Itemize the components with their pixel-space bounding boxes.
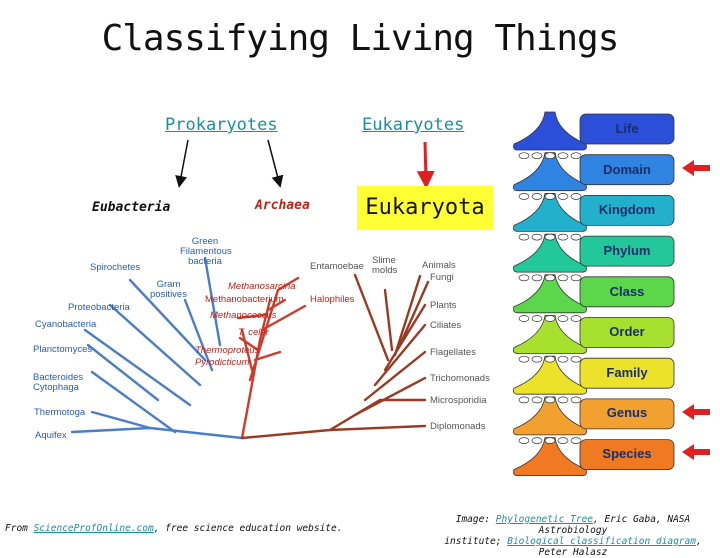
- label-thermotoga: Thermotoga: [34, 407, 86, 418]
- level-kingdom-label: Kingdom: [598, 202, 656, 217]
- archaea-label: Archaea: [255, 198, 310, 213]
- footer-right: Image: Phylogenetic Tree, Eric Gaba, NAS…: [444, 514, 702, 558]
- label-t-celer: T. celer: [238, 327, 269, 338]
- label-proteobacteria: Proteobacteria: [68, 302, 130, 313]
- bell-family: [513, 355, 675, 395]
- bell-order: [513, 315, 675, 354]
- level-species-label: Species: [602, 446, 652, 461]
- label-flagellates: Flagellates: [430, 347, 476, 358]
- level-life-label: Life: [615, 121, 639, 136]
- label-planctomyces: Planctomyces: [33, 344, 93, 355]
- arrow-to-eubacteria: [175, 139, 189, 188]
- page-title: Classifying Living Things: [101, 18, 620, 59]
- header-arrows: [175, 139, 435, 189]
- label-microsporidia: Microsporidia: [430, 395, 487, 406]
- label-halophiles: Halophiles: [310, 294, 355, 305]
- bell-species: [513, 437, 675, 476]
- label-spirochetes: Spirochetes: [90, 262, 141, 273]
- eukarya-branches: [240, 273, 430, 440]
- arrow-to-eukaryota: [416, 141, 435, 189]
- label-pyrodicticum: Pyrodicticum: [195, 357, 250, 368]
- label-trichomonads: Trichomonads: [430, 373, 490, 384]
- level-order-label: Order: [609, 324, 645, 339]
- footer-left: From ScienceProfOnline.com, free science…: [5, 523, 343, 534]
- label-entamoebae: Entamoebae: [310, 261, 364, 272]
- bell-phylum: [513, 233, 675, 273]
- label-animals: Animals: [422, 260, 456, 271]
- classification-diagram-link[interactable]: Biological classification diagram: [507, 536, 696, 547]
- level-domain-label: Domain: [603, 162, 651, 177]
- label-aquifex: Aquifex: [35, 430, 67, 441]
- label-cyanobacteria: Cyanobacteria: [35, 319, 97, 330]
- eukaryotes-header: Eukaryotes: [362, 115, 465, 135]
- eubacteria-label: Eubacteria: [92, 200, 171, 215]
- level-family-label: Family: [606, 365, 648, 380]
- label-methanobacterium: Methanobacterium: [205, 294, 284, 305]
- arrow-to-archaea: [267, 139, 284, 188]
- archaea-branches: [236, 276, 307, 440]
- label-thermoproteus: Thermoproteus: [195, 345, 260, 356]
- classification-levels-diagram: [513, 111, 675, 476]
- label-ciliates: Ciliates: [430, 320, 462, 331]
- label-methanococcus: Methanococcus: [210, 310, 277, 321]
- bell-class: [513, 274, 675, 314]
- level-phylum-label: Phylum: [603, 243, 651, 258]
- side-arrows: [682, 160, 710, 460]
- label-diplomonads: Diplomonads: [430, 421, 486, 432]
- level-class-label: Class: [609, 284, 645, 299]
- genus-arrow-icon: [682, 404, 710, 420]
- level-genus-label: Genus: [606, 405, 648, 420]
- eukaryota-box: Eukaryota: [357, 186, 493, 230]
- scienceprofonline-link[interactable]: ScienceProfOnline.com: [33, 523, 154, 534]
- bell-kingdom: [513, 193, 675, 232]
- prokaryotes-header: Prokaryotes: [165, 115, 278, 135]
- label-plants: Plants: [430, 300, 457, 311]
- phylogenetic-tree: [70, 256, 430, 440]
- bell-domain: [513, 152, 675, 192]
- label-fungi: Fungi: [430, 272, 454, 283]
- bell-life: [513, 111, 675, 151]
- bacteria-branches: [70, 256, 244, 440]
- phylogenetic-tree-link[interactable]: Phylogenetic Tree: [495, 514, 594, 525]
- species-arrow-icon: [682, 444, 710, 460]
- domain-arrow-icon: [682, 160, 710, 176]
- label-methanosarcina: Methanosarcina: [228, 281, 296, 292]
- bell-genus: [513, 396, 675, 436]
